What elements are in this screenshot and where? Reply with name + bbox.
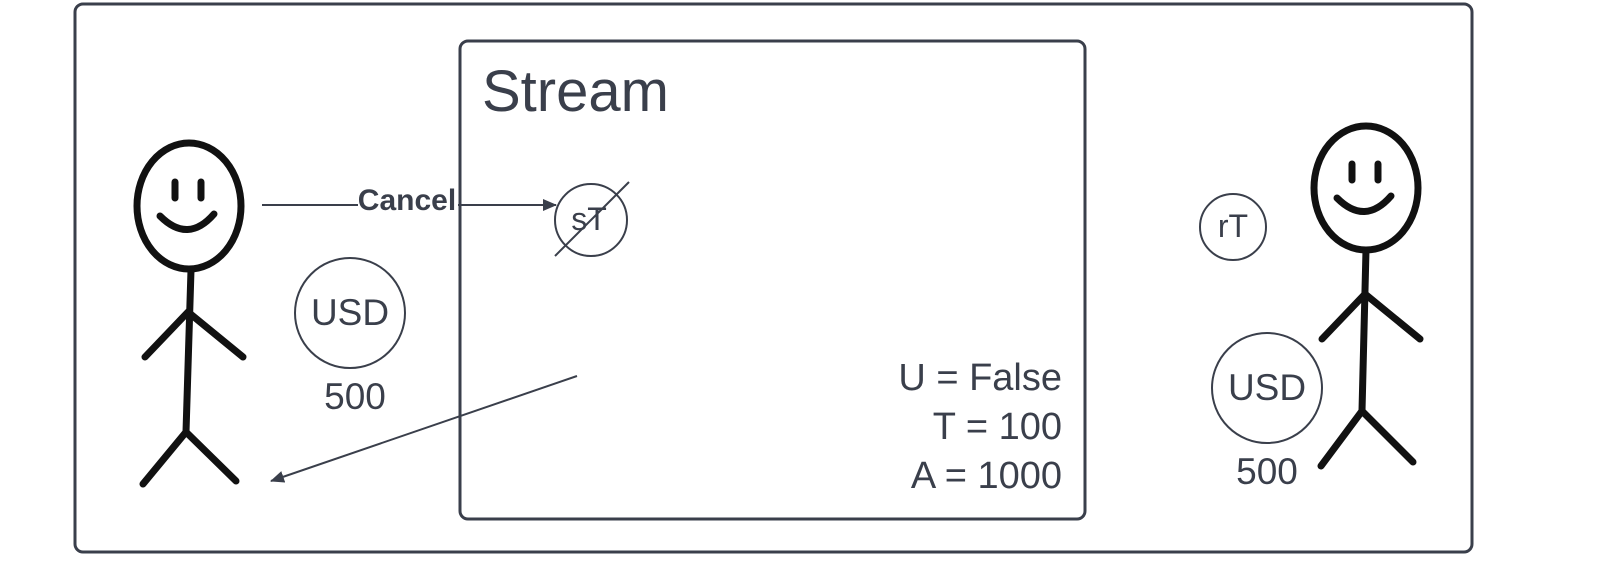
stream-box: Stream U = False T = 100 A = 1000 <box>458 39 1087 521</box>
sender-head-icon <box>133 139 245 273</box>
receiver-usd-token-label: USD <box>1228 367 1306 408</box>
stream-token-strike <box>554 181 630 257</box>
receiver-arms-icon <box>1318 290 1424 343</box>
sender-arms-icon <box>141 308 247 361</box>
sender-usd-amount: 500 <box>324 376 386 417</box>
sender-usd-token: USD 500 <box>294 257 406 417</box>
cancel-arrow-label: Cancel <box>358 184 456 217</box>
outer-frame <box>73 2 1474 554</box>
stream-token-label: sT <box>571 201 607 237</box>
sender-usd-token-circle <box>294 257 406 369</box>
receiver-legs-icon <box>1317 407 1417 470</box>
stream-var-u: U = False <box>898 357 1062 399</box>
sender-mouth-icon <box>156 210 218 233</box>
return-arrow <box>270 375 578 483</box>
receiver-usd-amount: 500 <box>1236 451 1298 492</box>
receiver-rt-token-circle <box>1199 193 1267 261</box>
sender-body-icon <box>182 266 195 436</box>
sender-usd-token-label: USD <box>311 292 389 333</box>
receiver-rt-token: rT <box>1199 193 1267 261</box>
receiver-body-icon <box>1358 246 1370 415</box>
receiver-rt-token-label: rT <box>1218 208 1248 244</box>
cancel-arrow: Cancel <box>262 184 557 217</box>
stream-token: sT <box>554 181 630 257</box>
sender-stick-figure <box>133 139 247 488</box>
receiver-usd-token: USD 500 <box>1211 332 1323 492</box>
receiver-head-icon <box>1310 122 1422 254</box>
stream-var-a: A = 1000 <box>911 455 1062 497</box>
stream-token-circle <box>554 183 628 257</box>
receiver-usd-token-circle <box>1211 332 1323 444</box>
receiver-mouth-icon <box>1333 192 1395 215</box>
sender-legs-icon <box>139 428 240 488</box>
stream-box-border <box>458 39 1087 521</box>
stream-box-title: Stream <box>482 59 669 124</box>
receiver-stick-figure <box>1310 122 1424 470</box>
stream-var-t: T = 100 <box>933 406 1062 448</box>
